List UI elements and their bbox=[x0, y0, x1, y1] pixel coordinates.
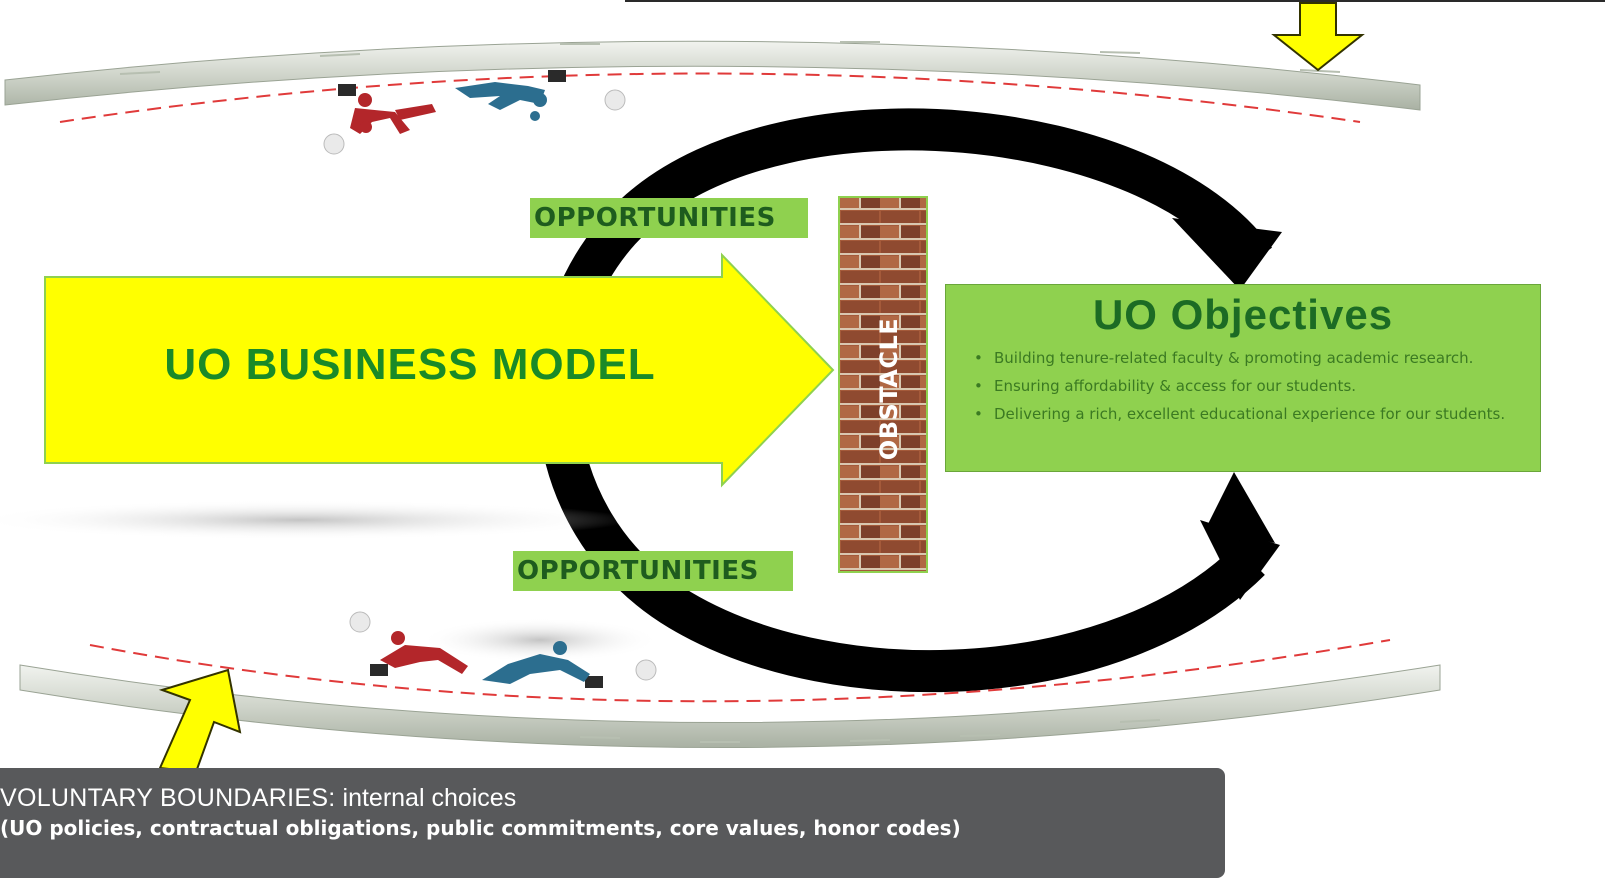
opportunities-bottom-label: OPPORTUNITIES bbox=[513, 551, 793, 591]
objective-item: Building tenure-related faculty & promot… bbox=[972, 345, 1537, 371]
people-pushing-bottom-icon bbox=[349, 611, 657, 688]
voluntary-boundaries-box: VOLUNTARY BOUNDARIES: internal choices (… bbox=[0, 768, 1225, 878]
boundaries-title-prefix: VOLUNTARY BOUNDARIES: bbox=[0, 784, 336, 812]
figures-shadow bbox=[420, 618, 660, 662]
people-pushing-icon bbox=[323, 70, 626, 155]
objective-item: Ensuring affordability & access for our … bbox=[972, 373, 1537, 399]
objectives-title: UO Objectives bbox=[1092, 291, 1394, 338]
top-dashed-line bbox=[59, 72, 1361, 123]
boundaries-detail: (UO policies, contractual obligations, p… bbox=[0, 816, 961, 840]
business-model-label: UO BUSINESS MODEL bbox=[164, 340, 656, 389]
obstacle-label: OBSTACLE bbox=[875, 317, 903, 461]
brick-wall-icon bbox=[838, 196, 928, 573]
bottom-beam-texture bbox=[579, 719, 1161, 743]
objectives-box: UO Objectives Building tenure-related fa… bbox=[945, 284, 1541, 472]
business-model-arrow bbox=[44, 252, 835, 488]
top-boundary-beam bbox=[4, 40, 1421, 111]
diagonal-up-arrow-icon bbox=[158, 668, 242, 774]
bottom-dashed-line bbox=[89, 639, 1391, 703]
objective-item: Delivering a rich, excellent educational… bbox=[972, 401, 1537, 427]
boundaries-title-suffix: internal choices bbox=[335, 784, 517, 812]
top-beam-texture bbox=[119, 41, 1341, 75]
down-arrow-icon bbox=[1271, 2, 1365, 72]
boundaries-title: VOLUNTARY BOUNDARIES: internal choices bbox=[0, 784, 516, 813]
objectives-list: Building tenure-related faculty & promot… bbox=[972, 345, 1537, 429]
arrow-shadow bbox=[0, 500, 630, 540]
bottom-boundary-beam bbox=[19, 664, 1441, 748]
opportunities-top-label: OPPORTUNITIES bbox=[530, 198, 808, 238]
